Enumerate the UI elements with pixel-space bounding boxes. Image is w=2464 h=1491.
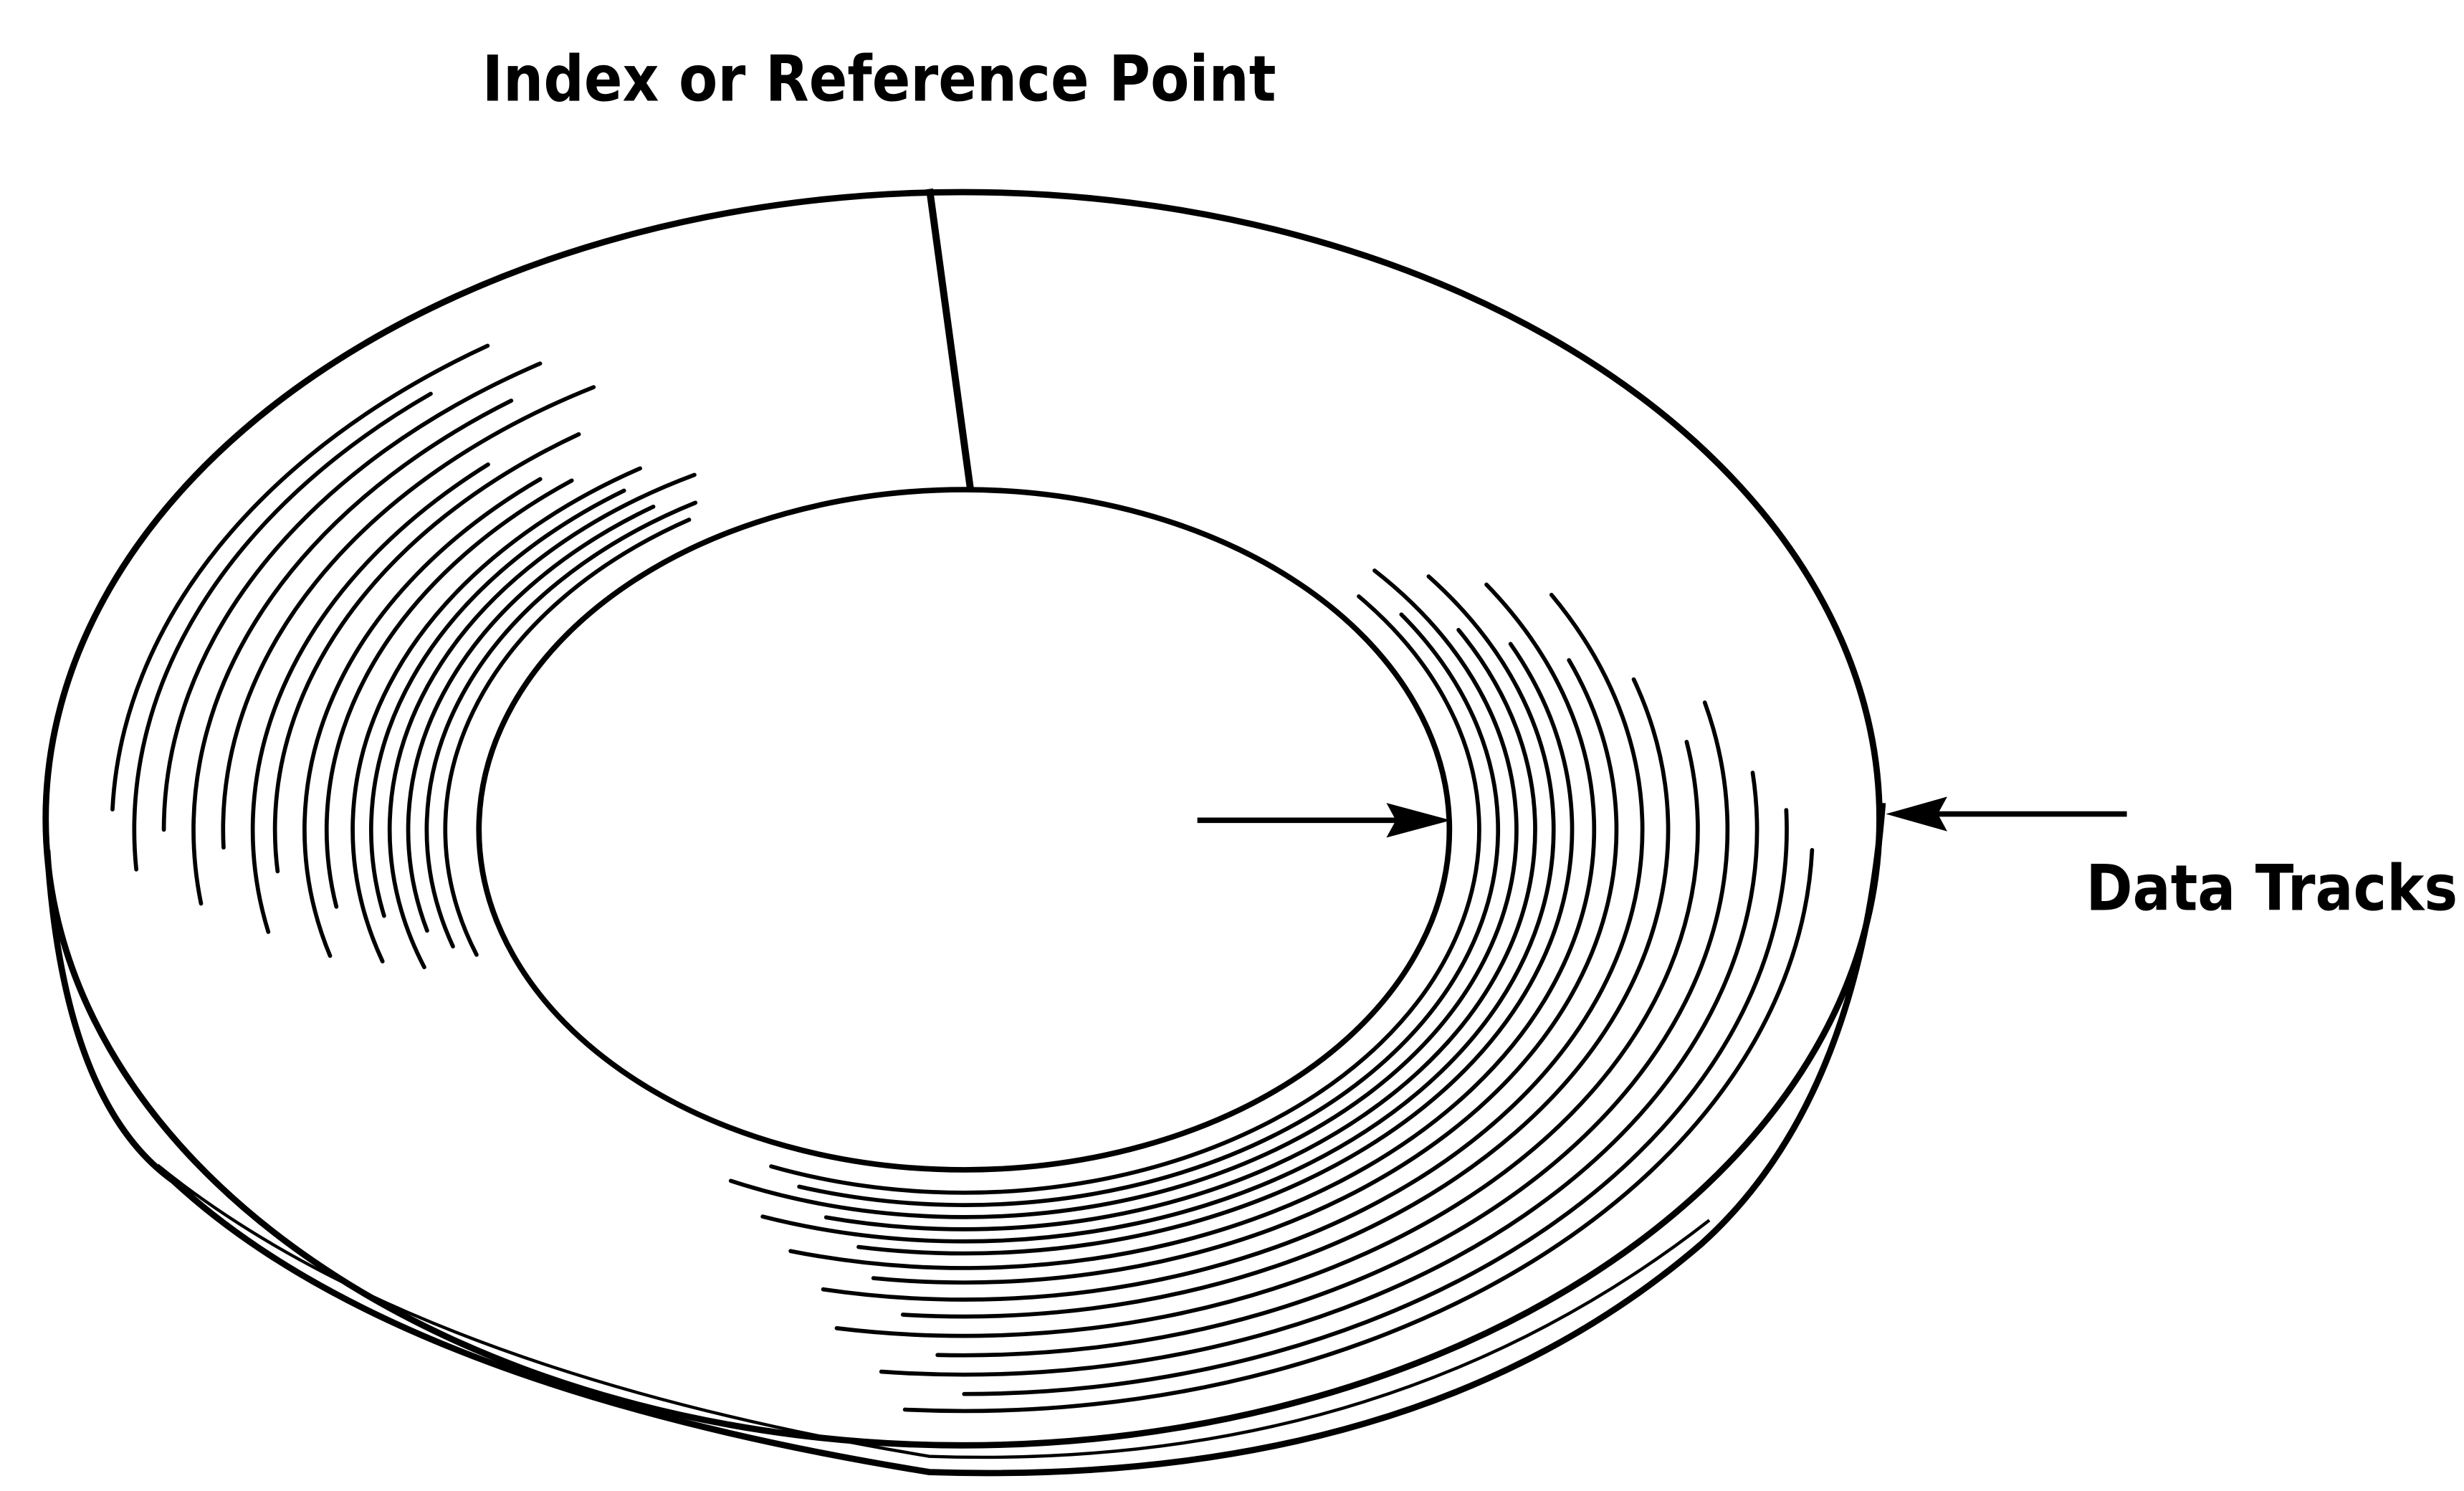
data-track-arc [324,478,574,909]
data-track-arc [935,700,1730,1358]
data-track-arc [821,592,1645,1302]
index-reference-line [926,188,974,490]
data-track-arc [110,343,490,812]
data-track-arc [823,627,1537,1232]
data-track-arc [369,488,626,918]
inner-arrow-head [1386,803,1451,838]
data-track-arc [900,677,1671,1319]
outer-arrow-head [1886,796,1947,832]
data-track-arc [443,518,692,957]
disk-outer-edge [42,189,1883,1449]
data-tracks-left-group [110,343,698,970]
disk-inner-hole [476,487,1453,1173]
data-track-arc [221,385,596,850]
data-track-arc [834,740,1700,1338]
data-track-arc [302,477,543,958]
disk-rim-edge [44,802,1886,1477]
data-track-arc [769,594,1481,1195]
data-track-arc [250,462,490,934]
data-track-arc [856,642,1575,1256]
data-track-arc [962,808,1789,1396]
data-track-arc [871,658,1619,1285]
data-track-arc [760,574,1556,1244]
data-track-arc [387,472,697,970]
data-track-arc [191,399,514,906]
data-track-arc [728,568,1519,1219]
data-track-arc [350,466,642,963]
data-track-arc [406,504,656,933]
data-tracks-right-group [728,568,1815,1414]
data-track-arc [161,361,543,832]
data-track-arc [132,391,433,872]
data-track-arc [797,612,1501,1207]
data-track-arc [902,847,1815,1414]
data-track-arc [879,771,1759,1377]
data-track-arc [424,500,698,949]
index-point-label: Index or Reference Point [482,42,1276,116]
data-tracks-label: Data Tracks [2086,852,2458,925]
data-track-arc [272,432,581,874]
data-track-arc [788,582,1597,1270]
